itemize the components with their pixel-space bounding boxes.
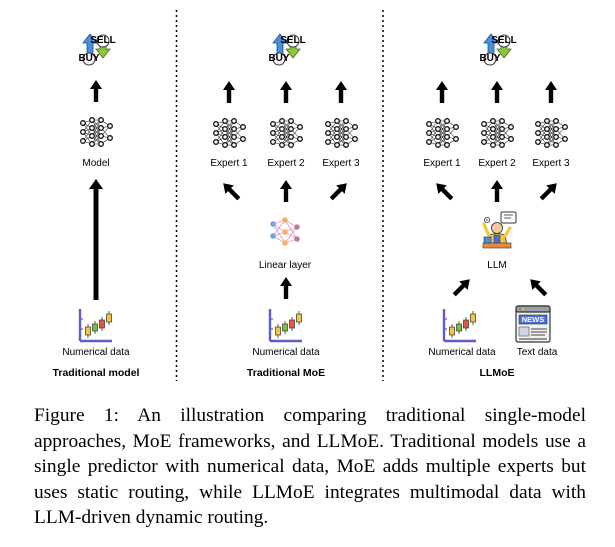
arrow-up <box>545 81 557 103</box>
expert-label: Expert 1 <box>423 158 461 169</box>
arrow-up <box>90 80 102 102</box>
panel-traditional-model: BUY SELL Model Numerical data Traditiona… <box>53 33 140 379</box>
candlestick-chart-icon <box>78 307 114 343</box>
neural-network-icon <box>426 118 459 148</box>
arrow-up <box>223 81 235 103</box>
neural-network-icon <box>213 118 246 148</box>
figure-caption: Figure 1: An illustration comparing trad… <box>34 405 586 529</box>
buy-badge: BUY <box>78 53 99 64</box>
arrow-up <box>335 81 347 103</box>
arrow-up-long <box>89 179 103 300</box>
arrow-diagonal <box>536 178 562 204</box>
comparison-diagram: BUY SELL Model Numerical data Traditiona… <box>53 10 570 381</box>
panel-llmoe: BUY SELL Expert 1 Expert 2 Expert 3 <box>423 33 570 379</box>
arrow-up <box>280 180 292 202</box>
llm-label: LLM <box>487 260 506 271</box>
arrow-up <box>491 81 503 103</box>
arrow-diagonal <box>431 178 457 204</box>
sell-badge: SELL <box>491 35 517 46</box>
arrow-diagonal <box>449 274 475 300</box>
buy-badge: BUY <box>268 53 289 64</box>
expert-label: Expert 1 <box>210 158 248 169</box>
linear-layer-icon <box>269 216 301 247</box>
numerical-data-label: Numerical data <box>252 347 320 358</box>
expert-label: Expert 3 <box>532 158 570 169</box>
neural-network-icon <box>535 118 568 148</box>
arrow-up <box>436 81 448 103</box>
buy-sell-icon: BUY SELL <box>479 33 517 66</box>
arrow-diagonal <box>218 178 244 204</box>
panel-title: LLMoE <box>480 367 515 379</box>
expert-label: Expert 2 <box>267 158 305 169</box>
panel-title: Traditional MoE <box>247 367 325 379</box>
buy-badge: BUY <box>479 53 500 64</box>
sell-badge: SELL <box>280 35 306 46</box>
neural-network-icon <box>325 118 358 148</box>
candlestick-chart-icon <box>268 307 304 343</box>
arrow-diagonal <box>525 274 551 300</box>
arrow-up <box>280 277 292 299</box>
news-headline: NEWS <box>522 315 545 324</box>
arrow-diagonal <box>326 178 352 204</box>
expert-label: Expert 3 <box>322 158 360 169</box>
numerical-data-label: Numerical data <box>428 347 496 358</box>
buy-sell-icon: BUY SELL <box>268 33 306 66</box>
neural-network-icon <box>481 118 514 148</box>
llm-agent-icon <box>482 211 517 249</box>
neural-network-icon <box>80 117 113 147</box>
buy-sell-icon: BUY SELL <box>78 33 116 66</box>
panel-traditional-moe: BUY SELL Expert 1 Expert 2 Expert 3 Line… <box>210 33 360 379</box>
expert-label: Expert 2 <box>478 158 516 169</box>
candlestick-chart-icon <box>442 307 478 343</box>
news-window-icon: NEWS <box>515 305 551 343</box>
numerical-data-label: Numerical data <box>62 347 130 358</box>
panel-title: Traditional model <box>53 367 140 379</box>
linear-layer-label: Linear layer <box>259 260 312 271</box>
model-label: Model <box>82 158 109 169</box>
neural-network-icon <box>270 118 303 148</box>
arrow-up <box>280 81 292 103</box>
sell-badge: SELL <box>90 35 116 46</box>
text-data-label: Text data <box>517 347 558 358</box>
arrow-up <box>491 180 503 202</box>
